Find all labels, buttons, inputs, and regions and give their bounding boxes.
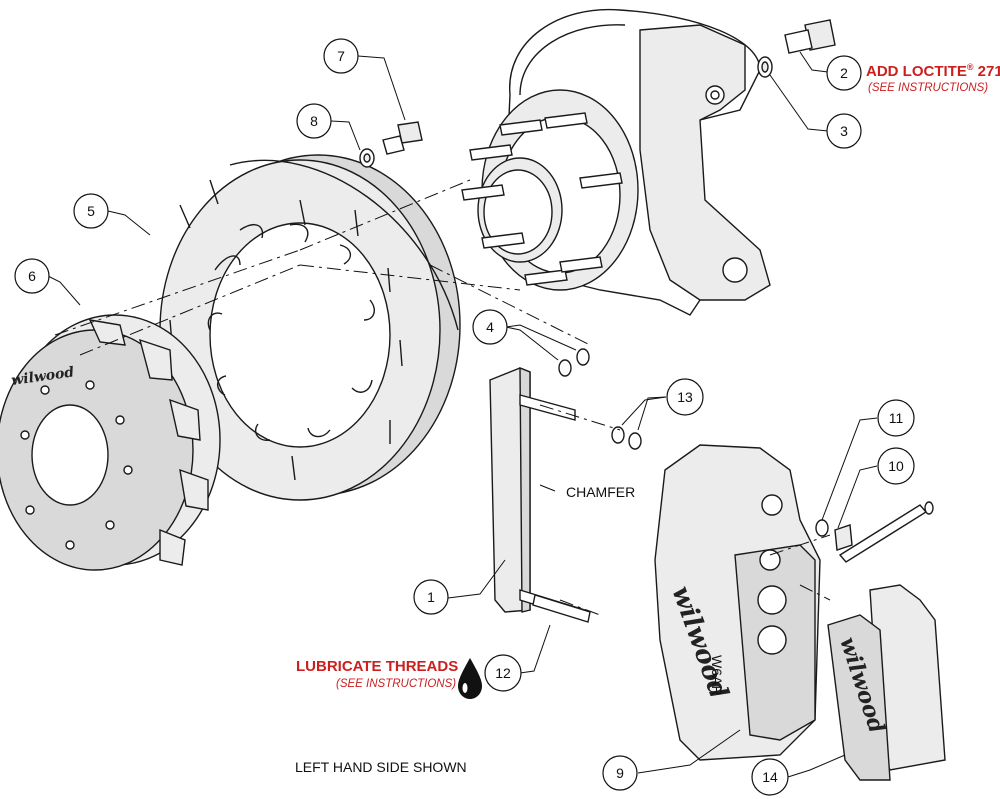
knuckle-bolt xyxy=(757,19,836,78)
callout-13: 13 xyxy=(666,378,704,416)
caliper-hardware xyxy=(815,501,934,563)
callout-5: 5 xyxy=(73,193,109,229)
callout-3-label: 3 xyxy=(840,123,848,139)
leader-lines xyxy=(47,51,878,778)
callout-13-label: 13 xyxy=(677,389,693,405)
shims-washers xyxy=(558,348,642,450)
chamfer-label: CHAMFER xyxy=(566,484,635,500)
wheel-studs xyxy=(461,112,623,286)
assembly-centerlines xyxy=(54,179,831,616)
left-hand-side-label: LEFT HAND SIDE SHOWN xyxy=(295,759,467,775)
callout-2-label: 2 xyxy=(840,65,848,81)
rotor-bolt xyxy=(359,121,423,168)
callout-7: 7 xyxy=(323,38,359,74)
loctite-subtext: (SEE INSTRUCTIONS) xyxy=(868,82,988,94)
brake-pads: wilwood xyxy=(827,584,946,781)
callout-12: 12 xyxy=(484,654,522,692)
caliper-model: W6AR xyxy=(709,655,725,695)
callout-12-label: 12 xyxy=(495,665,511,681)
callout-1-label: 1 xyxy=(427,589,435,605)
loctite-note: ADD LOCTITE® 271 (SEE INSTRUCTIONS) xyxy=(866,62,1000,94)
callout-11-label: 11 xyxy=(889,410,904,426)
loctite-reg: ® xyxy=(967,62,974,72)
callout-8-label: 8 xyxy=(310,113,318,129)
svg-text:ADD LOCTITE® 271: ADD LOCTITE® 271 xyxy=(866,62,1000,80)
callout-11: 11 xyxy=(877,399,915,437)
callout-9-label: 9 xyxy=(616,765,624,781)
callout-4-label: 4 xyxy=(486,319,494,335)
callout-6: 6 xyxy=(14,258,50,294)
loctite-text: ADD LOCTITE xyxy=(866,63,967,80)
callout-7-label: 7 xyxy=(337,48,345,64)
callout-8: 8 xyxy=(296,103,332,139)
callout-1: 1 xyxy=(413,579,449,615)
brake-rotor xyxy=(159,154,461,501)
callout-9: 9 xyxy=(602,755,638,791)
lubricate-note: LUBRICATE THREADS (SEE INSTRUCTIONS) xyxy=(296,658,482,699)
oil-drop-icon xyxy=(458,658,482,699)
callout-2: 2 xyxy=(826,55,862,91)
bracket-stud xyxy=(532,594,591,623)
callout-6-label: 6 xyxy=(28,268,36,284)
hub-spindle-assembly xyxy=(461,8,771,316)
callout-10-label: 10 xyxy=(888,458,904,474)
rotor-hat: wilwood xyxy=(0,314,221,571)
callout-14-label: 14 xyxy=(762,769,778,785)
brake-caliper: wilwood W6AR xyxy=(654,444,821,761)
callout-10: 10 xyxy=(877,447,915,485)
loctite-number: 271 xyxy=(973,63,1000,80)
callout-14: 14 xyxy=(751,758,789,796)
lubricate-subtext: (SEE INSTRUCTIONS) xyxy=(336,678,456,690)
callout-4: 4 xyxy=(472,309,508,345)
callout-5-label: 5 xyxy=(87,203,95,219)
lubricate-text: LUBRICATE THREADS xyxy=(296,658,458,675)
callout-3: 3 xyxy=(826,113,862,149)
